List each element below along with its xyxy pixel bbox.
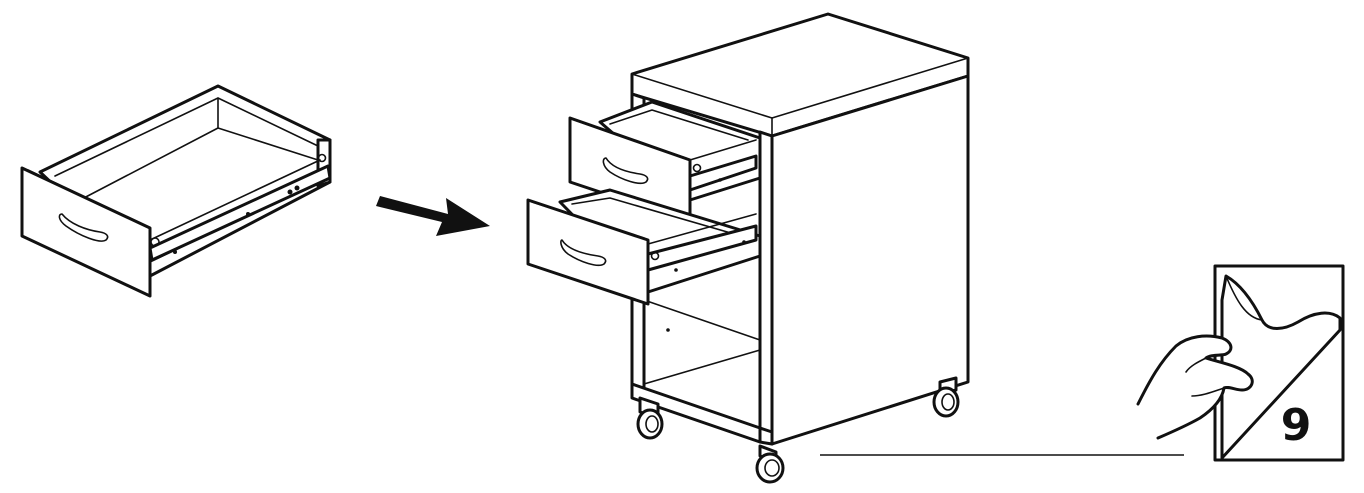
loose-drawer (20, 84, 332, 298)
page-turn-icon: 9 (1136, 264, 1345, 462)
top-drawer (568, 100, 762, 224)
page-number-label: 9 (1281, 400, 1312, 451)
caster-back-right (932, 376, 960, 418)
caster-front-right (755, 444, 785, 484)
pedestal-cabinet (526, 12, 970, 484)
caster-front-left (636, 396, 664, 440)
arrow-right-icon (376, 196, 490, 236)
middle-drawer (526, 188, 762, 306)
